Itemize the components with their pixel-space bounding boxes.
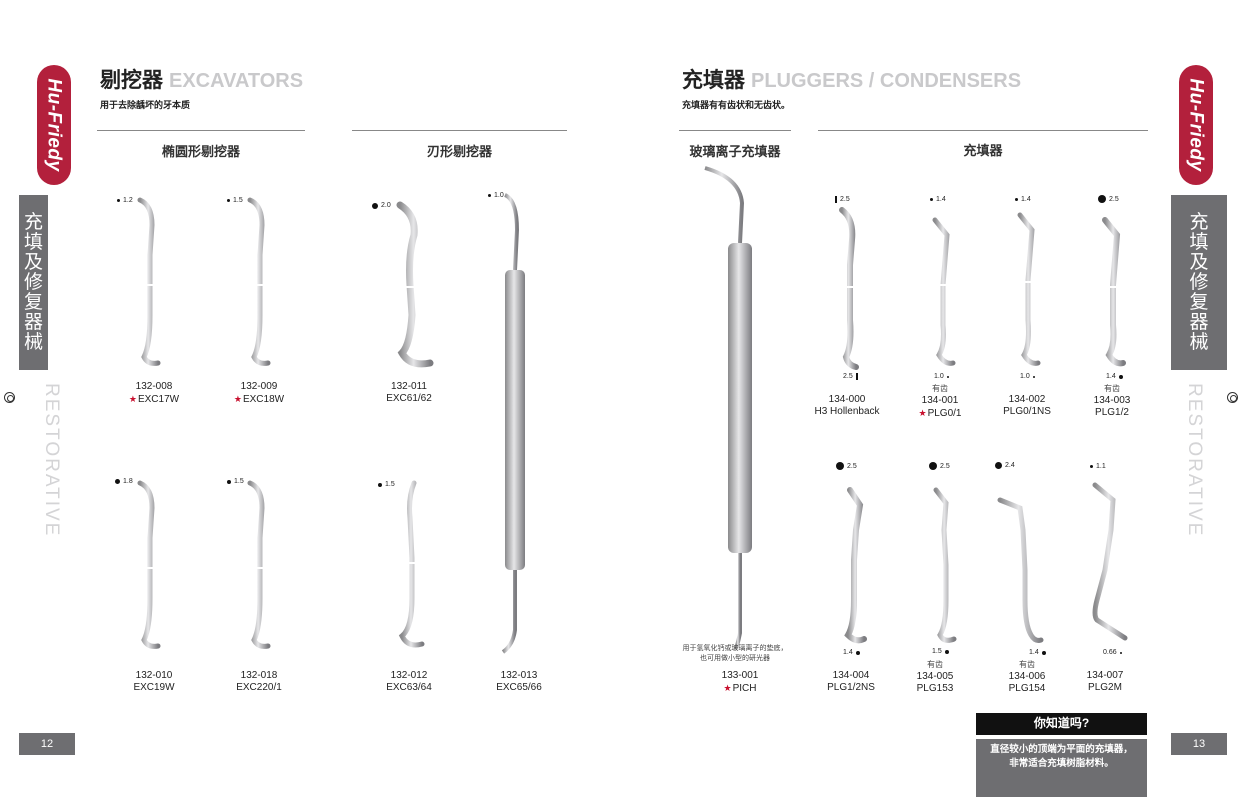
sidebar-english-right: RESTORATIVE — [1184, 383, 1205, 538]
instrument-image — [137, 480, 161, 649]
sidebar-english-left: RESTORATIVE — [41, 383, 62, 538]
star-icon: ★ — [723, 683, 732, 693]
sidebar-label-right: 充填及修复器械 — [1171, 195, 1227, 370]
tip-size: 2.5 — [1098, 195, 1119, 203]
group-title-glass-ionomer: 玻璃离子充填器 — [689, 144, 781, 159]
divider — [679, 130, 791, 131]
did-you-know-title: 你知道吗? — [976, 713, 1147, 735]
group-title-oval-excavators: 椭圆形剔挖器 — [161, 144, 240, 159]
tip-size: 1.4 — [930, 196, 946, 203]
star-icon: ★ — [918, 408, 927, 418]
instrument-image — [1102, 217, 1126, 367]
instrument-image — [1092, 482, 1128, 641]
tip-size: 2.5 — [836, 462, 857, 470]
excavators-title-en: EXCAVATORS — [169, 70, 304, 92]
instrument-image — [997, 497, 1044, 643]
pluggers-subtitle: 充填器有有齿状和无齿状。 — [682, 100, 791, 110]
instrument-image — [137, 197, 161, 366]
product-label: 132-008★EXC17W — [128, 381, 180, 405]
group-title-blade-excavators: 刃形剔挖器 — [426, 144, 492, 159]
instrument-image — [247, 197, 271, 366]
instrument-image — [1017, 212, 1041, 366]
group-title-pluggers: 充填器 — [963, 143, 1003, 158]
tip-size: 2.0 — [372, 202, 391, 209]
tip-size-bottom: 1.4 — [1029, 649, 1046, 656]
tip-size: 1.0 — [488, 192, 504, 199]
divider — [818, 130, 1148, 131]
tip-size-bottom: 0.66 — [1103, 649, 1122, 656]
sidebar-label-left: 充填及修复器械 — [19, 195, 48, 370]
pluggers-title-en: PLUGGERS / CONDENSERS — [751, 70, 1022, 92]
tip-size: 2.5 — [929, 462, 950, 470]
instrument-image — [398, 480, 425, 648]
instrument-image — [844, 487, 867, 644]
instrument-image — [501, 193, 525, 654]
divider — [352, 130, 567, 131]
star-icon: ★ — [128, 394, 137, 404]
instrument-image — [704, 166, 752, 650]
tip-size: 1.5 — [378, 481, 395, 488]
tip-size: 1.8 — [115, 478, 133, 485]
registration-mark-right — [1227, 392, 1238, 403]
tip-size: 1.5 — [227, 197, 243, 204]
excavators-title-cn: 剔挖器 — [100, 69, 163, 92]
did-you-know-body: 直径较小的顶端为平面的充填器，非常适合充填树脂材料。 — [976, 739, 1147, 797]
tip-size: 2.4 — [995, 462, 1015, 469]
tip-size-bottom: 1.4 — [1106, 373, 1123, 380]
excavators-title: 剔挖器 EXCAVATORS — [100, 64, 303, 94]
tip-size: 1.4 — [1015, 196, 1031, 203]
brand-logo-right: Hu-Friedy — [1179, 65, 1213, 185]
page-number-right: 13 — [1171, 733, 1227, 755]
tip-size-bottom: 2.5 — [843, 373, 858, 380]
instrument-image — [933, 487, 957, 643]
tip-size-bottom: 1.0 — [1020, 373, 1035, 380]
registration-mark-left — [4, 392, 15, 403]
tip-size: 2.5 — [835, 196, 850, 203]
instrument-image — [396, 201, 434, 368]
star-icon: ★ — [233, 394, 242, 404]
pluggers-title: 充填器 PLUGGERS / CONDENSERS — [682, 64, 1021, 94]
tip-size-bottom: 1.0 — [934, 373, 949, 380]
instrument-note: 用于氢氧化钙或玻璃离子的垫底，也可用做小型的研光器 — [682, 645, 788, 662]
tip-size: 1.2 — [117, 197, 133, 204]
tip-size: 1.1 — [1090, 463, 1106, 470]
pluggers-title-cn: 充填器 — [682, 69, 745, 92]
product-label: 133-001★PICH — [721, 670, 759, 694]
brand-logo-left: Hu-Friedy — [37, 65, 71, 185]
excavators-subtitle: 用于去除龋坏的牙本质 — [100, 100, 191, 110]
tip-size-bottom: 1.5 — [932, 648, 949, 655]
tip-size: 1.5 — [227, 478, 244, 485]
tip-size-bottom: 1.4 — [843, 649, 860, 656]
page-number-left: 12 — [19, 733, 75, 755]
instrument-image — [839, 207, 859, 370]
product-label: 132-009★EXC18W — [233, 381, 285, 405]
instrument-image — [932, 217, 956, 366]
instrument-image — [247, 480, 271, 649]
divider — [97, 130, 305, 131]
